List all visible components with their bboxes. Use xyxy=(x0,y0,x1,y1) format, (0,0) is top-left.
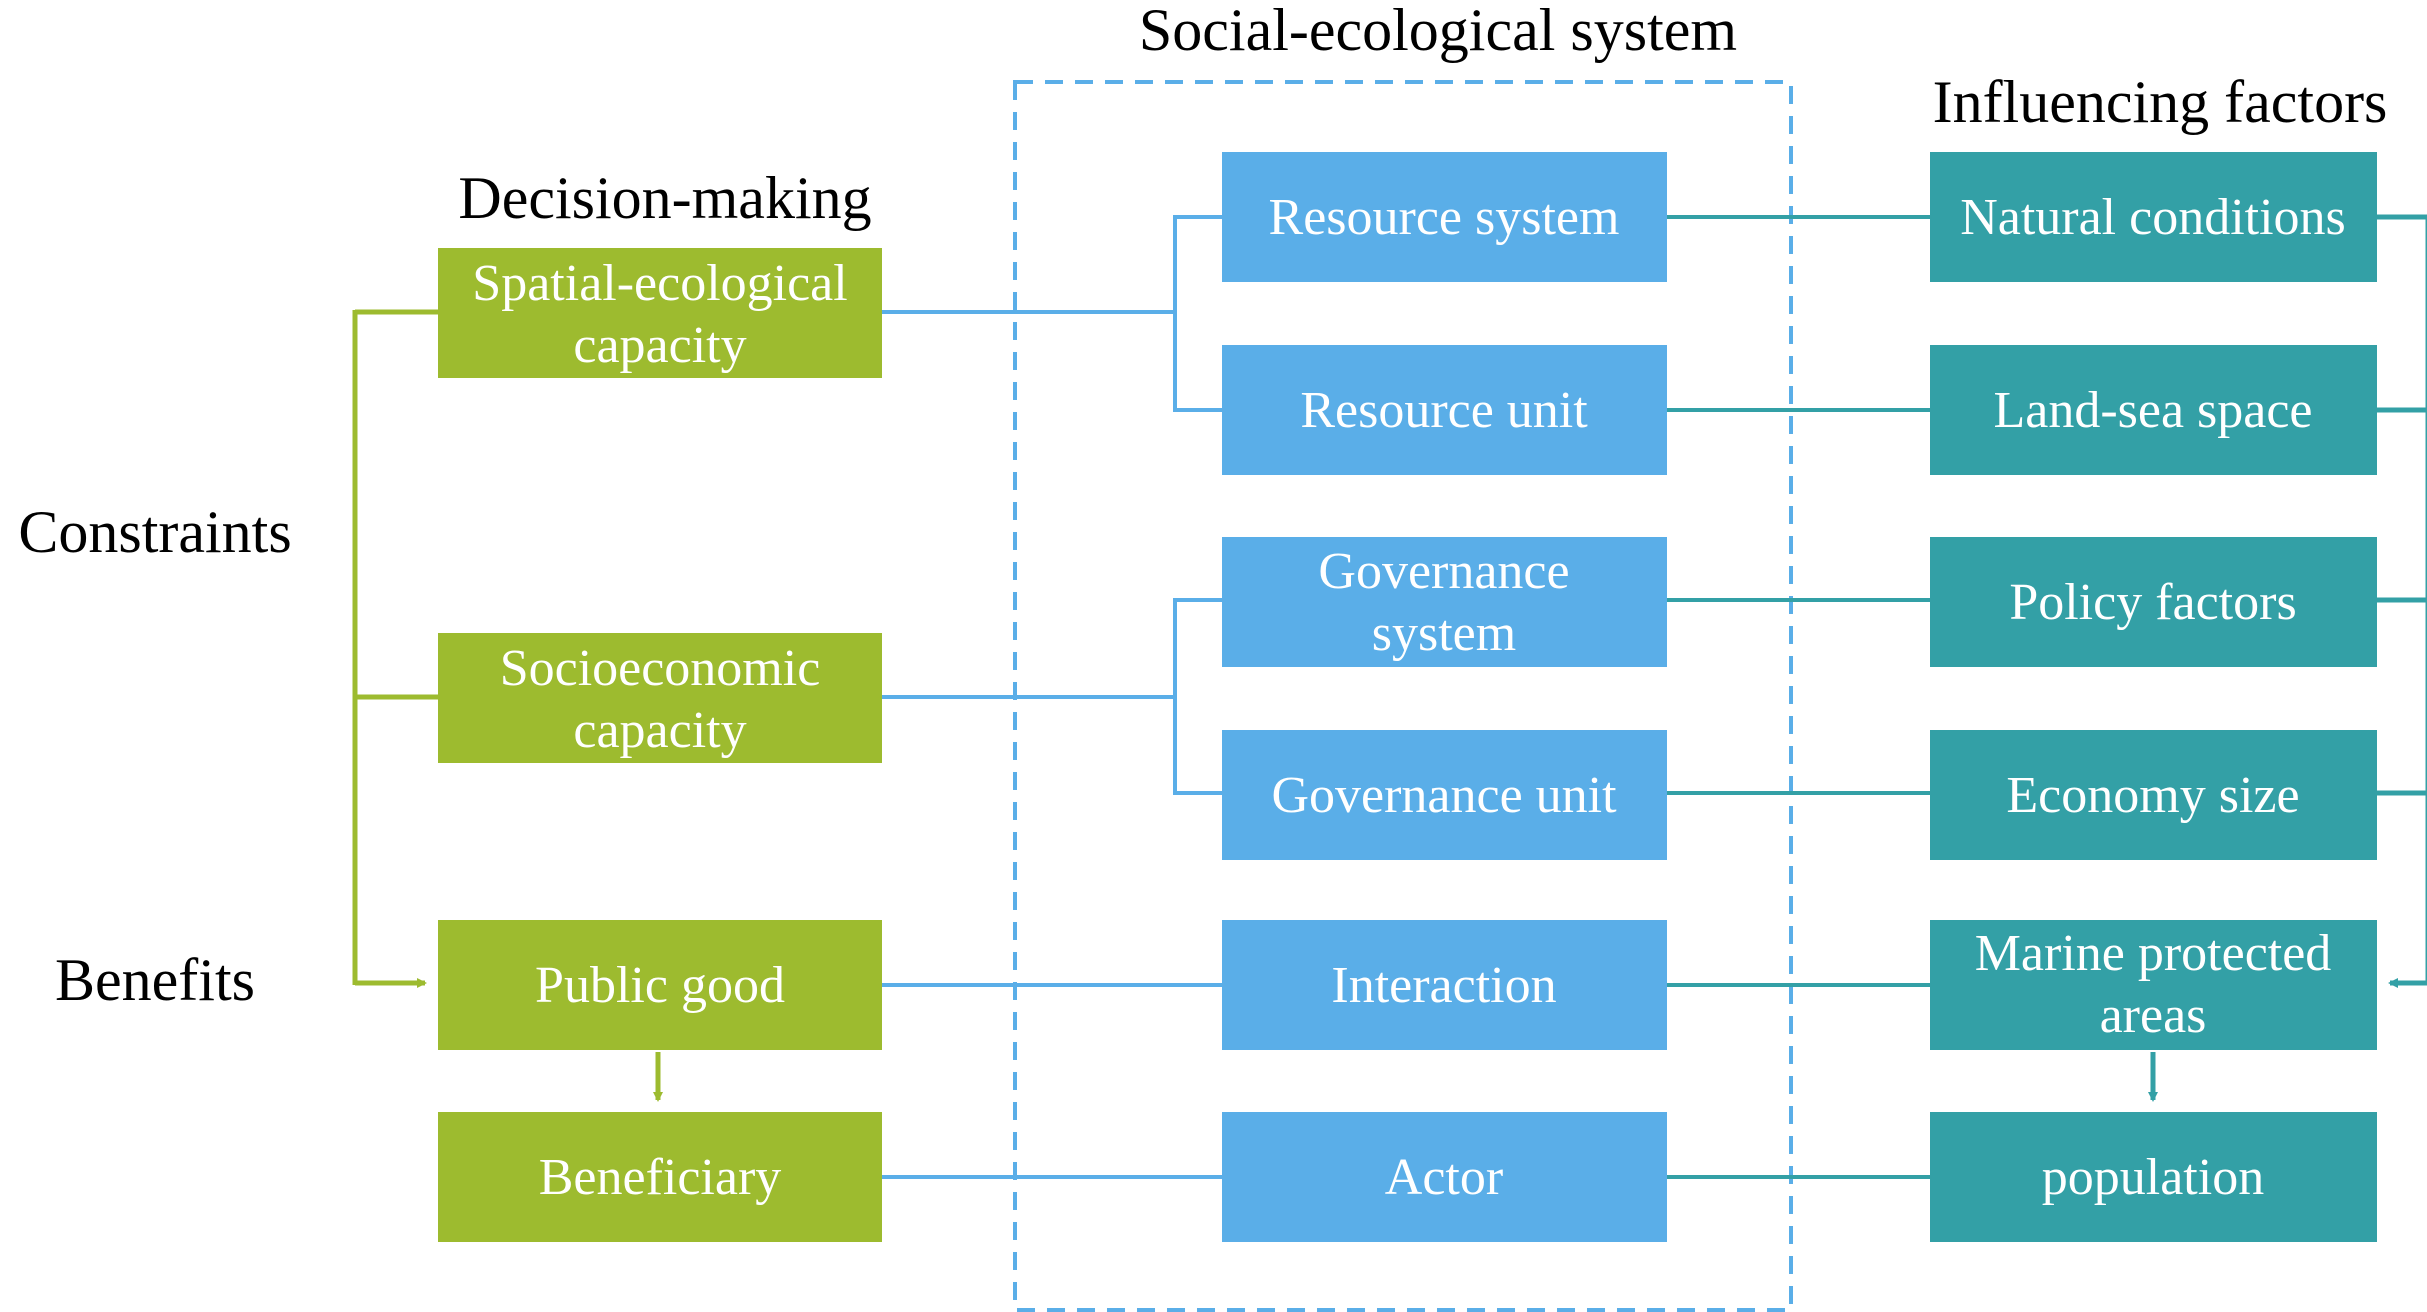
svg-text:Resource system: Resource system xyxy=(1269,189,1620,246)
box-policy-factors: Policy factors xyxy=(1930,537,2377,667)
heading-social-ecological-system: Social-ecological system xyxy=(1139,0,1737,63)
svg-text:Marine protected: Marine protected xyxy=(1975,925,2332,982)
svg-text:Governance unit: Governance unit xyxy=(1271,767,1617,824)
ses-factor-connectors xyxy=(1667,215,1930,1179)
svg-text:Land-sea space: Land-sea space xyxy=(1993,382,2312,439)
box-economy-size: Economy size xyxy=(1930,730,2377,860)
svg-text:population: population xyxy=(2042,1149,2264,1206)
label-benefits: Benefits xyxy=(55,947,255,1013)
svg-text:Actor: Actor xyxy=(1385,1149,1503,1206)
box-beneficiary: Beneficiary xyxy=(438,1112,882,1242)
decision-ses-connectors xyxy=(882,215,1222,1179)
svg-text:Beneficiary: Beneficiary xyxy=(539,1149,782,1206)
label-constraints: Constraints xyxy=(18,499,291,565)
box-resource-unit: Resource unit xyxy=(1222,345,1667,475)
svg-text:system: system xyxy=(1372,605,1516,662)
svg-text:capacity: capacity xyxy=(573,702,746,759)
svg-text:Governance: Governance xyxy=(1318,543,1569,600)
svg-text:Policy factors: Policy factors xyxy=(2009,574,2296,631)
svg-text:Socioeconomic: Socioeconomic xyxy=(500,640,821,697)
decision-bracket xyxy=(352,309,663,1102)
svg-text:Interaction: Interaction xyxy=(1331,957,1556,1014)
box-population: population xyxy=(1930,1112,2377,1242)
heading-decision-making: Decision-making xyxy=(458,165,871,231)
box-public-good: Public good xyxy=(438,920,882,1050)
box-actor: Actor xyxy=(1222,1112,1667,1242)
heading-influencing-factors: Influencing factors xyxy=(1933,69,2388,135)
svg-text:Natural conditions: Natural conditions xyxy=(1960,189,2346,246)
box-governance-system: Governance system xyxy=(1222,537,1667,667)
box-socioeconomic-capacity: Socioeconomic capacity xyxy=(438,633,882,763)
box-interaction: Interaction xyxy=(1222,920,1667,1050)
svg-text:Resource unit: Resource unit xyxy=(1300,382,1588,439)
svg-text:Economy size: Economy size xyxy=(2006,767,2299,824)
box-land-sea-space: Land-sea space xyxy=(1930,345,2377,475)
box-marine-protected-areas: Marine protected areas xyxy=(1930,920,2377,1050)
svg-text:Public good: Public good xyxy=(535,957,785,1014)
svg-text:areas: areas xyxy=(2100,987,2207,1044)
box-spatial-ecological-capacity: Spatial-ecological capacity xyxy=(438,248,882,378)
box-resource-system: Resource system xyxy=(1222,152,1667,282)
factor-bracket xyxy=(2148,214,2427,1102)
box-governance-unit: Governance unit xyxy=(1222,730,1667,860)
svg-text:Spatial-ecological: Spatial-ecological xyxy=(472,255,847,312)
box-natural-conditions: Natural conditions xyxy=(1930,152,2377,282)
svg-text:capacity: capacity xyxy=(573,317,746,374)
